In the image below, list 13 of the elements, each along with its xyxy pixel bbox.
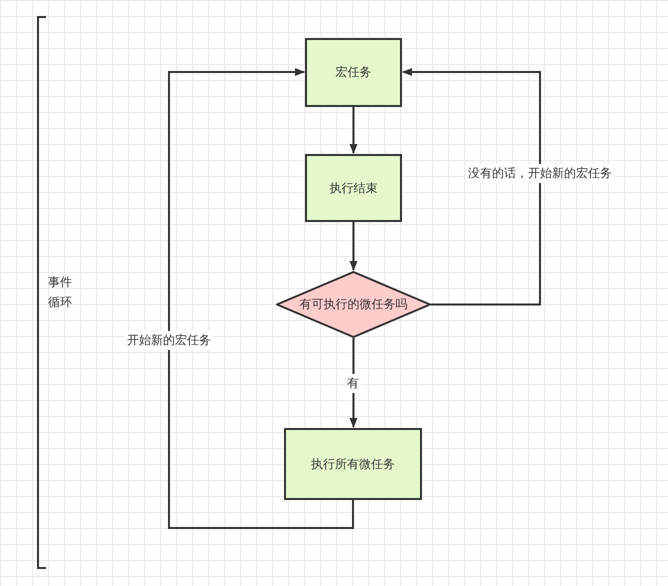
arrow xyxy=(168,68,354,529)
process-box: 宏任务 xyxy=(305,38,402,107)
edge-label: 开始新的宏任务 xyxy=(125,330,213,350)
arrow xyxy=(350,338,358,428)
arrow xyxy=(402,68,541,306)
arrow xyxy=(350,222,358,271)
edge-label: 没有的话，开始新的宏任务 xyxy=(466,164,614,182)
arrow xyxy=(350,107,358,154)
process-box: 执行所有微任务 xyxy=(284,428,422,500)
process-box: 执行结束 xyxy=(305,154,402,222)
loop-label: 事件循环 xyxy=(48,274,73,311)
edge-label: 有 xyxy=(345,374,361,392)
decision-diamond: 有可执行的微任务吗 xyxy=(276,271,431,338)
